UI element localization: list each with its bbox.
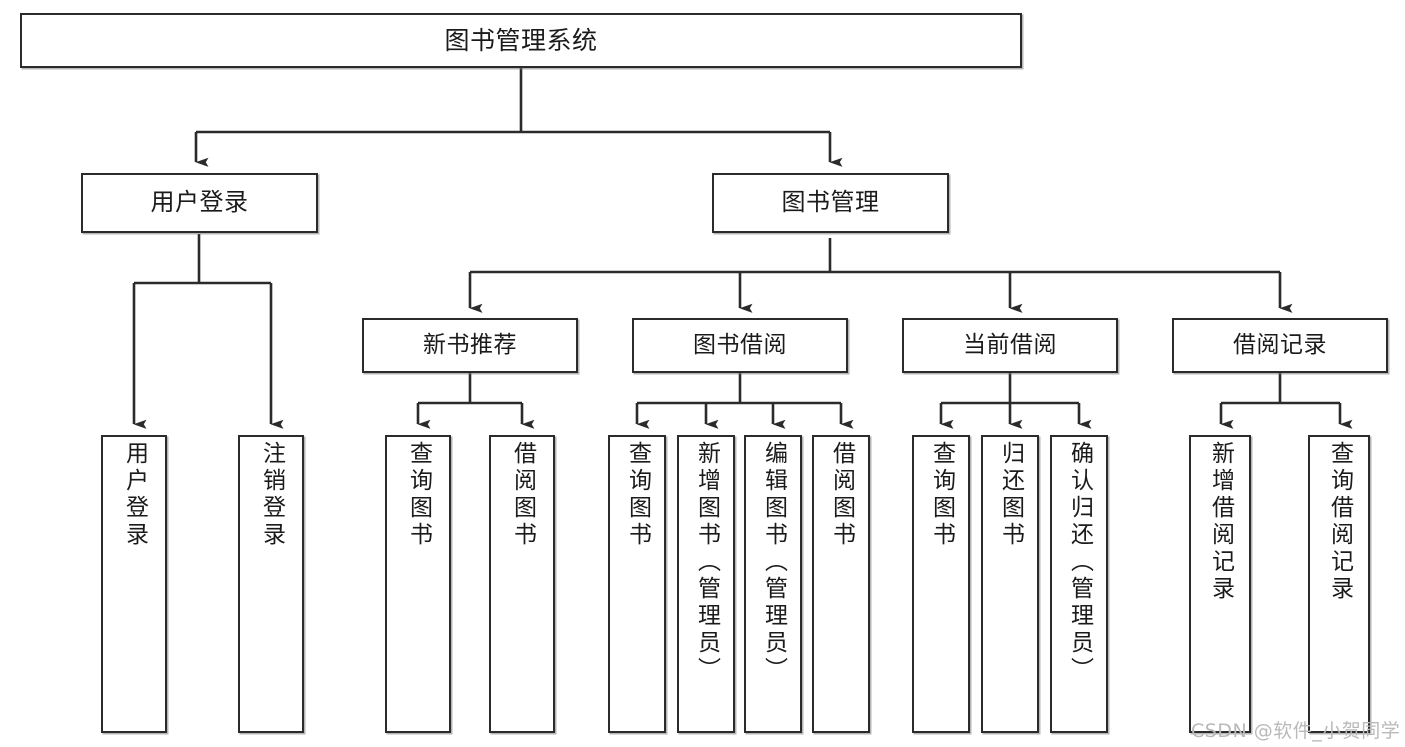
node-leaf-query-record[interactable]: 查询借阅记录 — [1308, 435, 1370, 733]
node-label: 新书推荐 — [423, 332, 517, 359]
node-leaf-user-logout[interactable]: 注销登录 — [238, 435, 304, 733]
node-leaf-query-book-1[interactable]: 查询图书 — [385, 435, 451, 733]
node-new-book-recommend[interactable]: 新书推荐 — [362, 318, 578, 373]
node-label: 注销登录 — [258, 441, 285, 549]
node-label: 新增借阅记录 — [1207, 441, 1234, 603]
node-leaf-borrow-book-2[interactable]: 借阅图书 — [812, 435, 870, 733]
node-label: 新增图书（管理员） — [693, 441, 720, 684]
node-leaf-user-login[interactable]: 用户登录 — [101, 435, 167, 733]
node-label: 图书管理系统 — [444, 26, 598, 55]
node-label: 图书借阅 — [693, 332, 787, 359]
node-user-login[interactable]: 用户登录 — [81, 173, 318, 233]
node-label: 确认归还（管理员） — [1066, 441, 1093, 684]
node-label: 借阅图书 — [509, 441, 536, 549]
node-label: 查询图书 — [405, 441, 432, 549]
node-leaf-edit-book[interactable]: 编辑图书（管理员） — [744, 435, 802, 733]
node-leaf-confirm-return[interactable]: 确认归还（管理员） — [1050, 435, 1108, 733]
node-label: 查询借阅记录 — [1326, 441, 1353, 603]
node-leaf-query-book-2[interactable]: 查询图书 — [608, 435, 666, 733]
node-book-management-system[interactable]: 图书管理系统 — [20, 13, 1022, 68]
node-label: 用户登录 — [150, 188, 249, 217]
node-label: 借阅记录 — [1233, 332, 1327, 359]
node-label: 用户登录 — [121, 441, 148, 549]
node-label: 归还图书 — [997, 441, 1024, 549]
node-leaf-borrow-book-1[interactable]: 借阅图书 — [489, 435, 555, 733]
node-book-borrow[interactable]: 图书借阅 — [632, 318, 848, 373]
node-leaf-query-book-3[interactable]: 查询图书 — [912, 435, 970, 733]
node-leaf-add-record[interactable]: 新增借阅记录 — [1189, 435, 1251, 733]
node-leaf-return-book[interactable]: 归还图书 — [981, 435, 1039, 733]
node-label: 查询图书 — [928, 441, 955, 549]
node-label: 借阅图书 — [828, 441, 855, 549]
node-label: 当前借阅 — [963, 332, 1057, 359]
node-label: 图书管理 — [781, 188, 880, 217]
node-leaf-add-book[interactable]: 新增图书（管理员） — [677, 435, 735, 733]
csdn-watermark: CSDN @软件_小贺同学 — [1191, 720, 1401, 742]
node-label: 查询图书 — [624, 441, 651, 549]
node-book-manage[interactable]: 图书管理 — [712, 173, 949, 233]
node-borrow-record[interactable]: 借阅记录 — [1172, 318, 1388, 373]
node-current-borrow[interactable]: 当前借阅 — [902, 318, 1118, 373]
node-label: 编辑图书（管理员） — [760, 441, 787, 684]
